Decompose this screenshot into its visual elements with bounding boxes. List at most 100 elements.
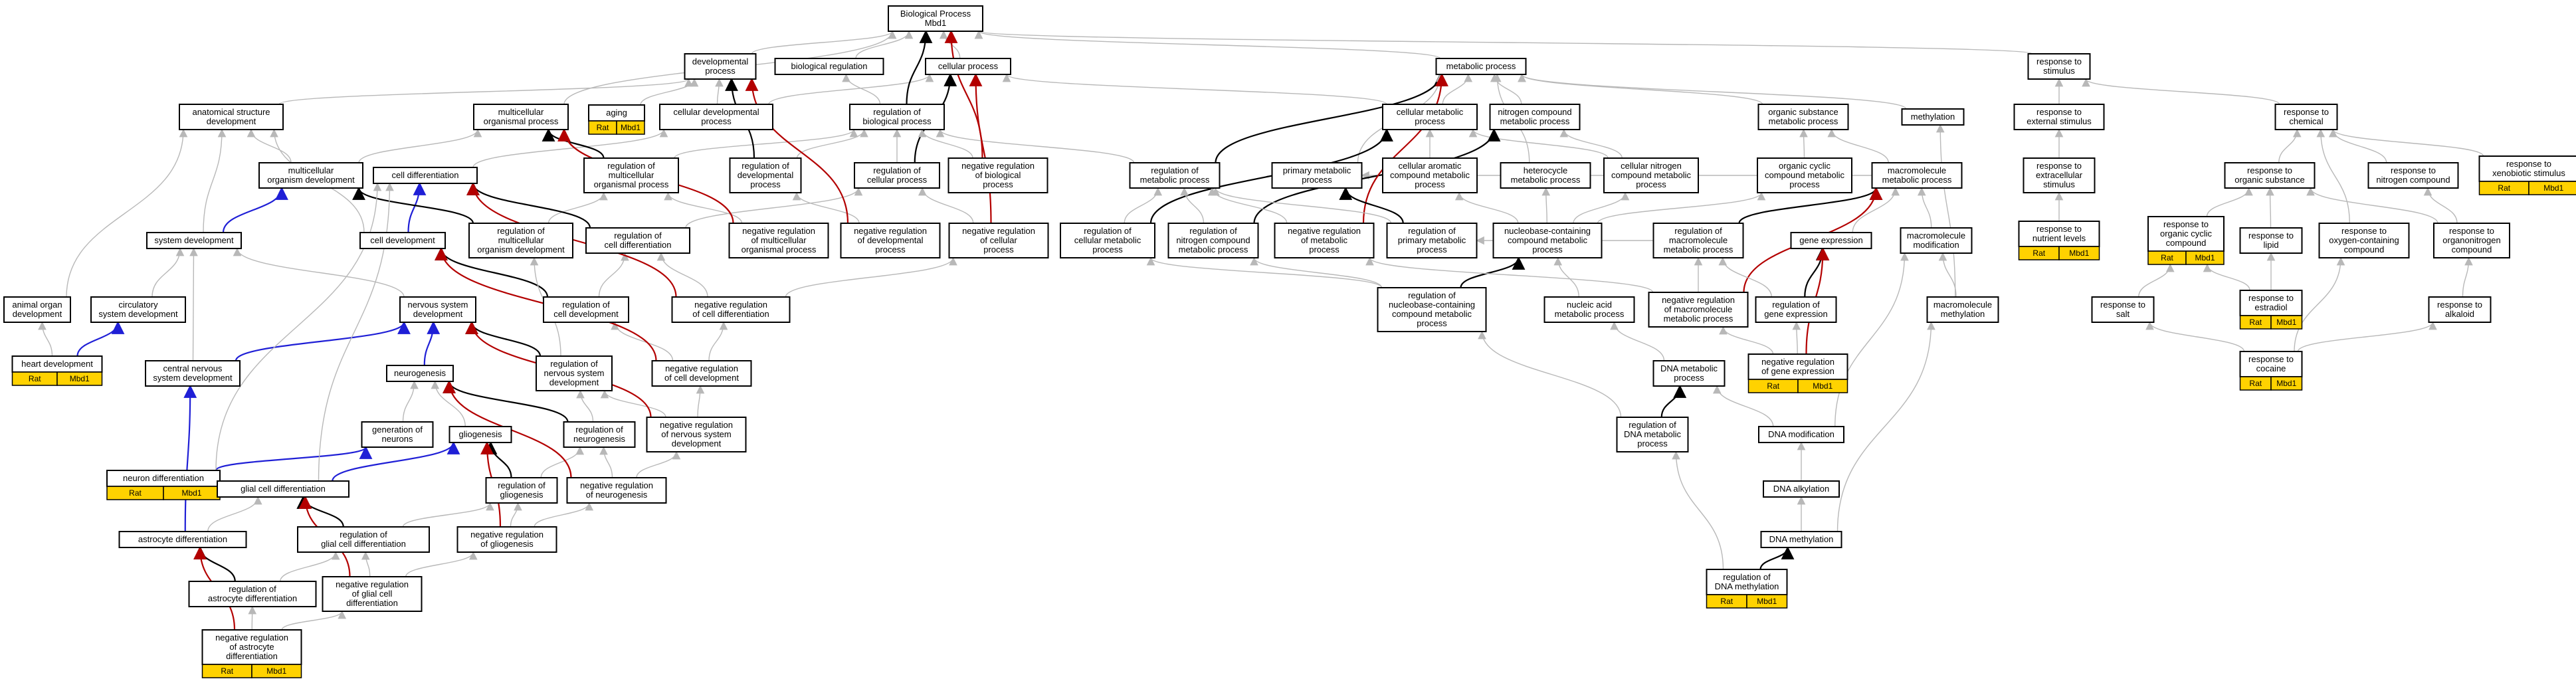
go-term-rnbcmp[interactable]: regulation ofnucleobase-containingcompou…: [1377, 287, 1487, 332]
go-term-methyl[interactable]: methylation: [1901, 108, 1965, 126]
go-term-acd[interactable]: astrocyte differentiation: [118, 531, 247, 548]
go-term-dmeth[interactable]: DNA methylation: [1760, 531, 1842, 548]
go-term-dalk[interactable]: DNA alkylation: [1763, 480, 1840, 498]
go-term-label: cellular nitrogen: [1621, 161, 1682, 171]
go-term-bioreg[interactable]: biological regulation: [774, 58, 884, 75]
go-term-label: cell development: [370, 235, 435, 245]
go-term-cellp[interactable]: cellular process: [925, 58, 1011, 75]
edge-is_a-heart-to-aod: [38, 321, 53, 357]
go-term-cdiff[interactable]: cell differentiation: [373, 167, 478, 184]
go-term-box: [948, 223, 1049, 258]
go-term-glio[interactable]: gliogenesis: [448, 426, 512, 443]
go-term-gcd[interactable]: glial cell differentiation: [217, 480, 349, 498]
go-term-sysdev[interactable]: system development: [146, 232, 242, 249]
go-term-label: response to: [2248, 354, 2294, 364]
go-term-box: [361, 421, 434, 448]
go-term-gexp[interactable]: gene expression: [1790, 232, 1872, 249]
go-term-dmod[interactable]: DNA modification: [1758, 426, 1844, 443]
go-term-metp[interactable]: metabolic process: [1435, 58, 1527, 75]
go-term-neurog[interactable]: neurogenesis: [386, 365, 454, 382]
go-term-celldev[interactable]: cell development: [359, 232, 446, 249]
